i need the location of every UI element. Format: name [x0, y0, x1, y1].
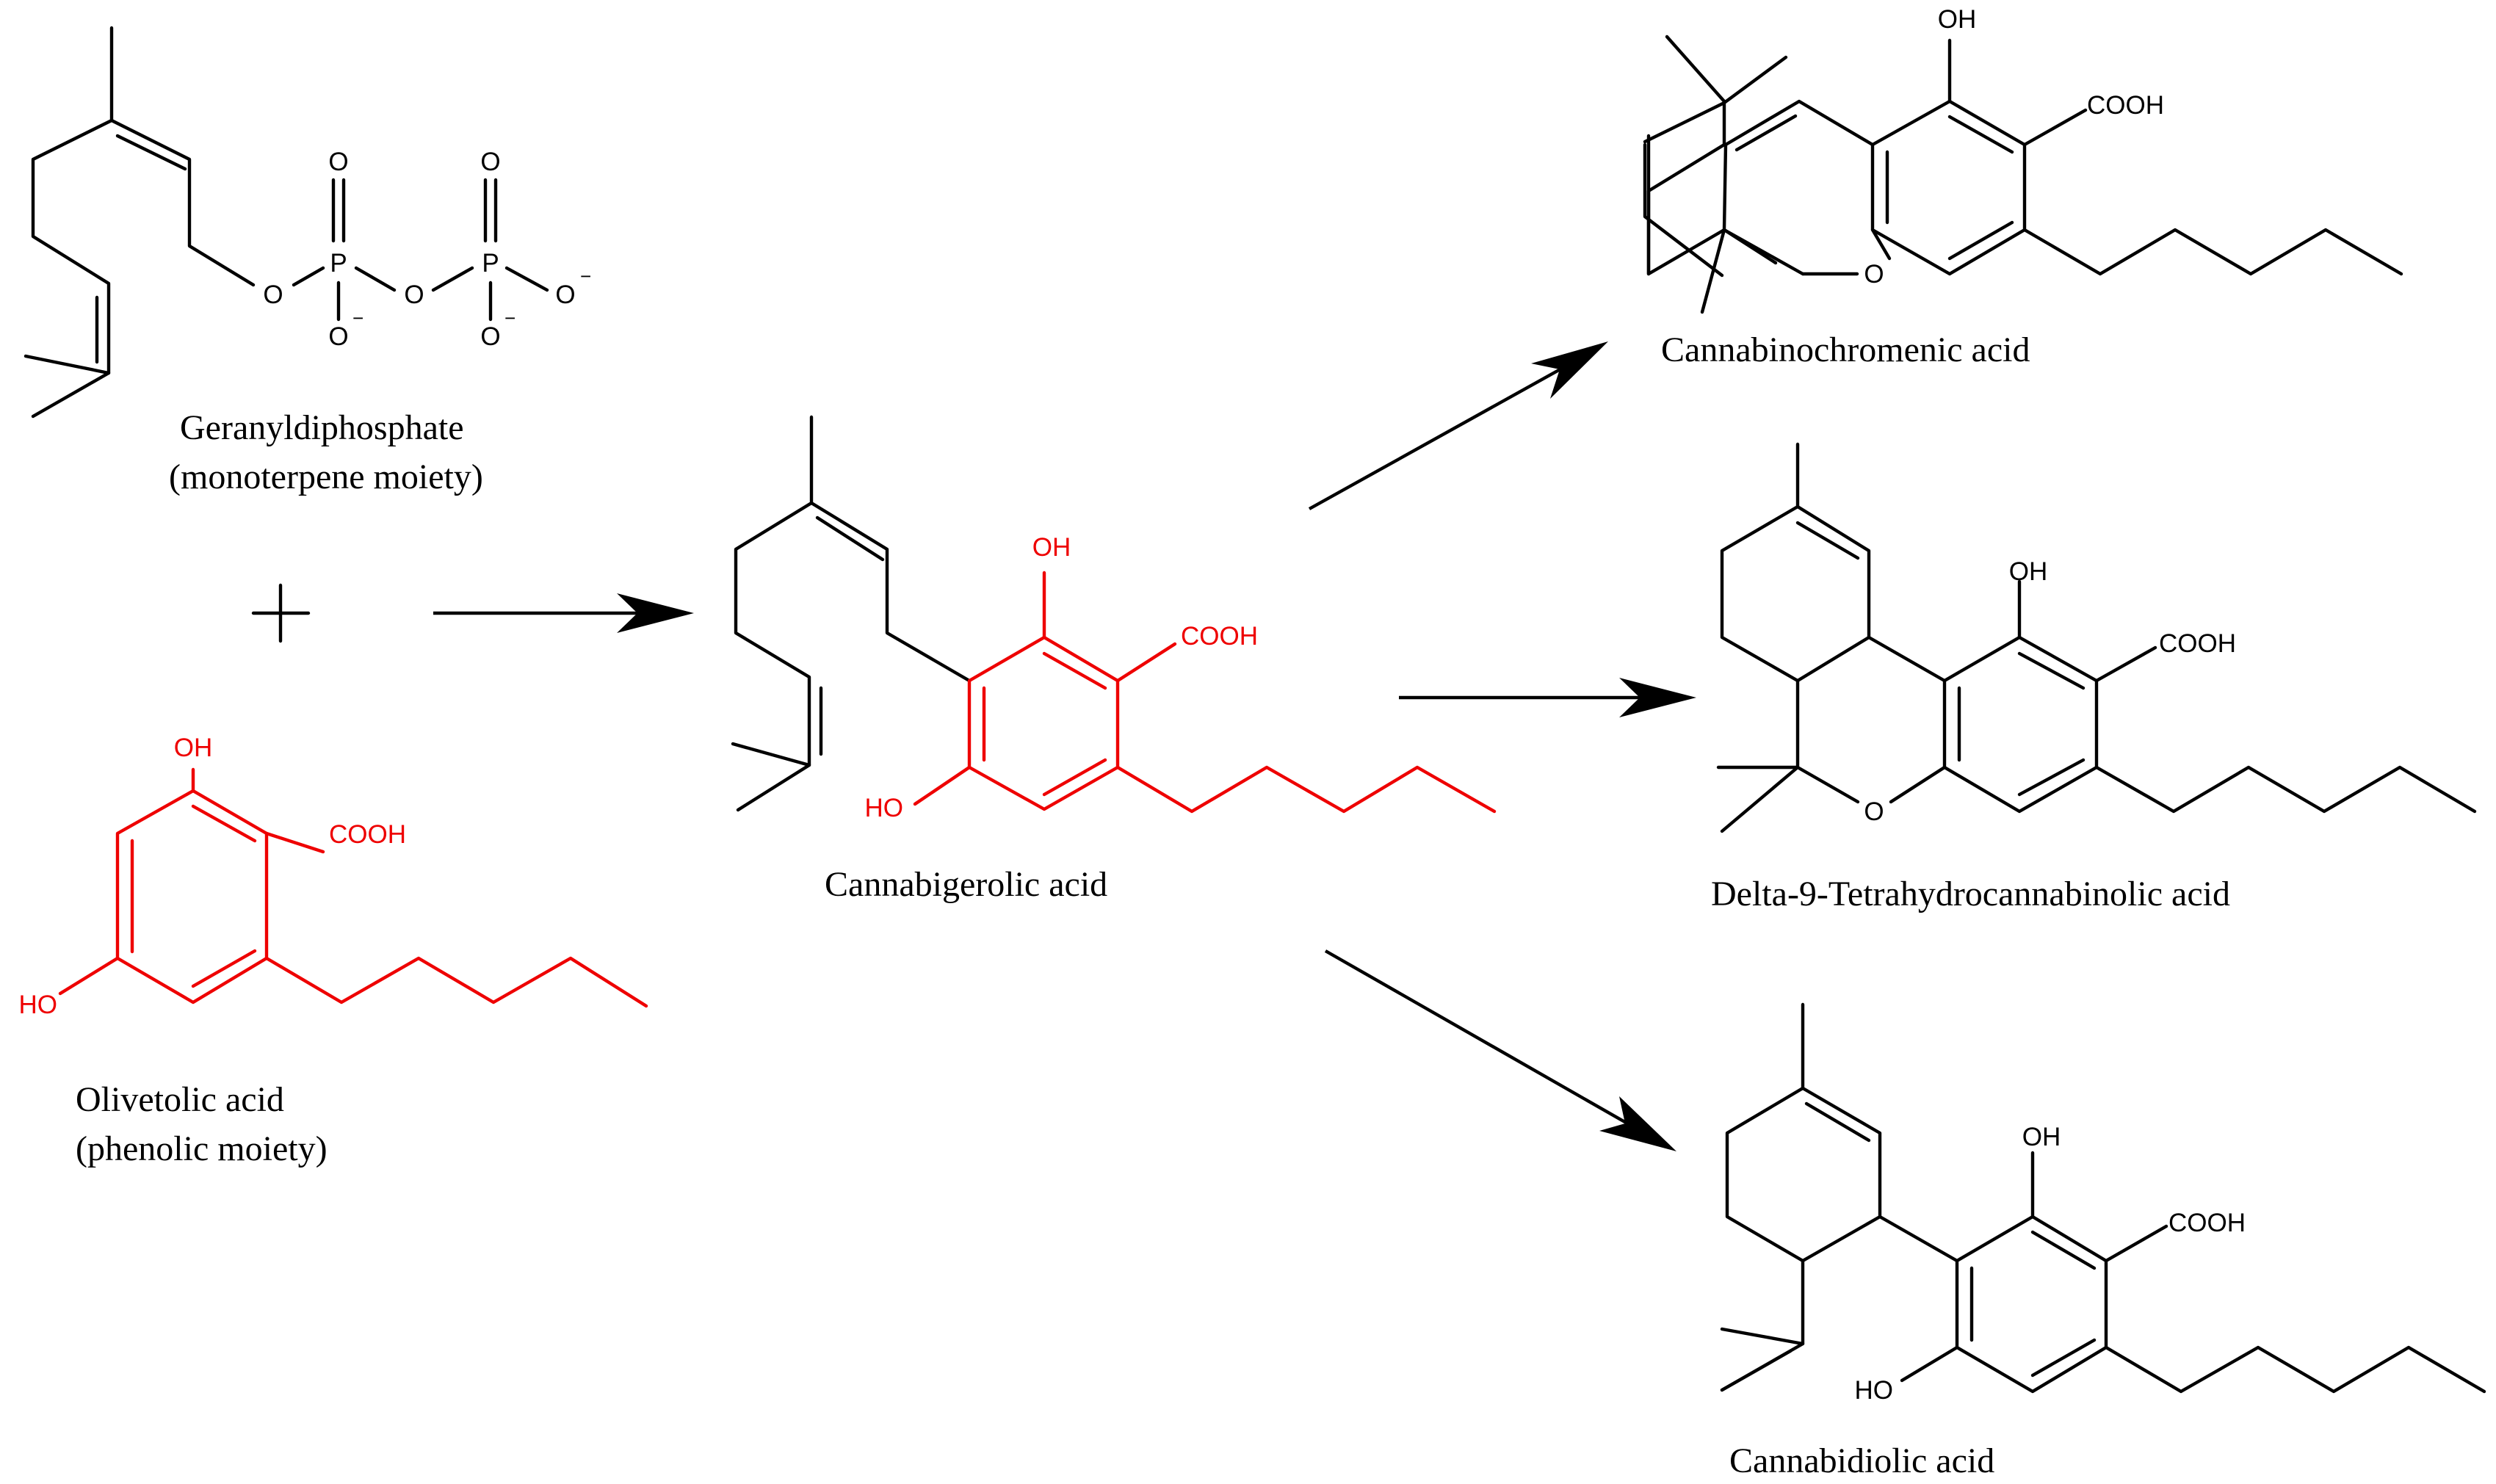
cannabidiolic-acid-structure	[1720, 1002, 2486, 1394]
cannabinochromenic-oh: OH	[1938, 5, 1977, 34]
cannabigerolic-acid-structure	[731, 415, 972, 812]
atom-o-alpha-top: O	[328, 148, 348, 176]
cannabinochromenic-acid-structure	[1643, 35, 2403, 314]
reaction-arrow-1	[433, 593, 694, 633]
thca-name: Delta-9-Tetrahydrocannabinolic acid	[1711, 875, 2230, 913]
cannabidiolic-acid-name: Cannabidiolic acid	[1729, 1441, 1994, 1480]
thca-oh: OH	[2009, 557, 2048, 586]
olivetolic-ho-left: HO	[19, 991, 58, 1019]
reaction-arrow-3	[1399, 678, 1696, 717]
cannabidiolic-cooh: COOH	[2168, 1209, 2246, 1237]
atom-p-beta: P	[482, 249, 499, 278]
atom-o-alpha-bottom: O	[328, 322, 348, 351]
cannabidiolic-oh: OH	[2022, 1123, 2061, 1151]
reaction-arrow-2	[1308, 341, 1608, 510]
atom-o-ester: O	[263, 280, 283, 309]
olivetolic-acid-structure	[58, 767, 648, 1008]
geranyl-diphosphate-note: (monoterpene moiety)	[169, 457, 483, 496]
charge-alpha: −	[352, 307, 363, 329]
charge-beta-right: −	[580, 265, 591, 287]
atom-o-beta-bottom: O	[480, 322, 500, 351]
cannabinochromenic-cooh: COOH	[2087, 91, 2164, 120]
geranyl-diphosphate-name: Geranyldiphosphate	[180, 408, 464, 447]
cannabigerolic-acid-aromatic-core	[913, 571, 1497, 814]
olivetolic-acid-name: Olivetolic acid	[76, 1080, 284, 1119]
olivetolic-oh-top: OH	[174, 734, 213, 762]
thca-cooh: COOH	[2159, 629, 2236, 658]
cannabigerolic-oh-top: OH	[1032, 533, 1071, 562]
cannabigerolic-acid-name: Cannabigerolic acid	[825, 865, 1107, 904]
atom-o-beta-top: O	[480, 148, 500, 176]
olivetolic-cooh: COOH	[329, 820, 406, 849]
atom-o-beta-right: O	[555, 280, 575, 309]
charge-beta-bottom: −	[504, 307, 516, 329]
cannabinochromenic-ring-o: O	[1864, 260, 1884, 289]
cannabidiolic-ho: HO	[1855, 1376, 1894, 1405]
geranyl-diphosphate-structure	[23, 26, 549, 419]
reaction-arrow-4	[1324, 949, 1676, 1151]
atom-o-bridge: O	[404, 280, 424, 309]
atom-p-alpha: P	[330, 249, 347, 278]
thca-structure	[1716, 442, 2477, 833]
thca-ring-o: O	[1864, 797, 1884, 826]
cannabigerolic-ho-left: HO	[865, 794, 904, 822]
cannabigerolic-cooh: COOH	[1181, 622, 1258, 651]
cannabinochromenic-acid-name: Cannabinochromenic acid	[1661, 330, 2030, 369]
olivetolic-acid-note: (phenolic moiety)	[76, 1129, 328, 1168]
plus-sign	[251, 583, 311, 643]
